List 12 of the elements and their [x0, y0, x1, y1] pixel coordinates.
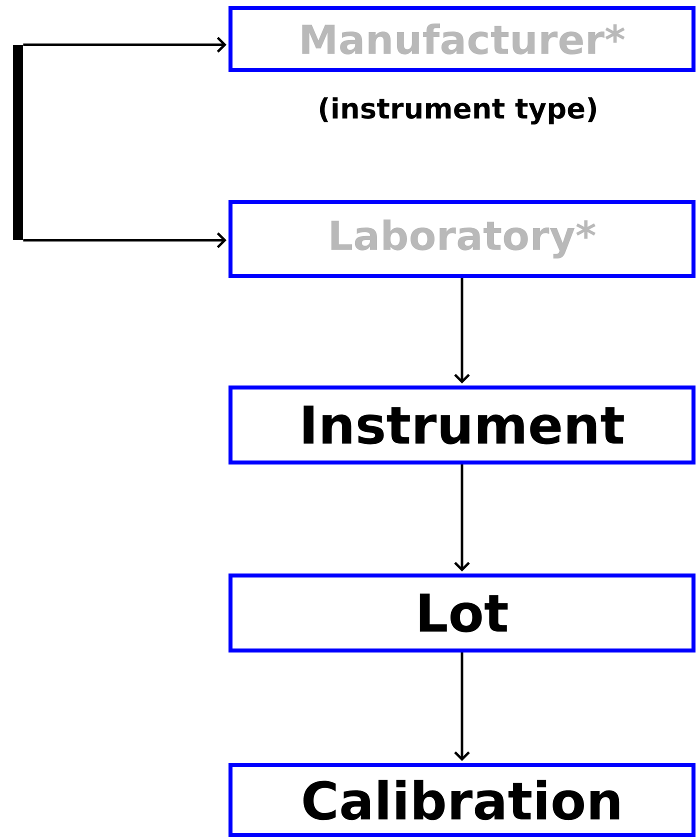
- process-box: Lot: [228, 574, 696, 652]
- caption-text: (instrument type): [320, 97, 596, 125]
- arrow: [454, 464, 470, 572]
- process-box: Calibration: [228, 763, 696, 837]
- process-box: Laboratory*: [228, 200, 696, 278]
- arrow: [454, 652, 470, 761]
- process-box: Manufacturer*: [228, 6, 696, 72]
- arrow: [23, 36, 226, 53]
- arrow: [454, 278, 470, 384]
- bracket-bar: [13, 45, 23, 240]
- arrow: [23, 232, 226, 248]
- process-box: Instrument: [228, 386, 696, 464]
